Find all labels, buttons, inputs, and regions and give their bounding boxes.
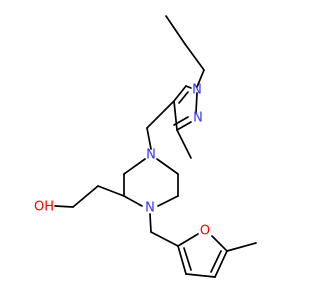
bond-propyl-1 [165, 15, 186, 45]
bond-fc3-fc2 [177, 245, 187, 275]
bond-n1-n2 [195, 92, 198, 114]
molecule-structure: N N N N OH O [34, 15, 257, 278]
bond-ch2-furan [150, 231, 179, 247]
pyrazole-ring [173, 85, 198, 159]
bond-fo-fc5 [211, 235, 228, 252]
bond-propyl-2 [184, 43, 205, 71]
bond-c4-c5 [173, 85, 187, 102]
bond-fc5-fc4 [214, 250, 228, 278]
atom-label-nitrogen: N [193, 111, 203, 126]
bond-fc2-fo [177, 233, 199, 247]
bond-c3-c4 [173, 100, 178, 131]
bond-fc3-fc2-double [183, 247, 192, 271]
hydroxyethyl-group [54, 185, 125, 208]
bond-n4-c3p [123, 158, 146, 175]
bond-c2p-n1p [123, 195, 143, 207]
methylene-linker-bottom [149, 213, 179, 247]
atom-label-oxygen: O [200, 224, 210, 239]
piperazine-ring [123, 158, 179, 207]
methylene-linker-top [146, 100, 175, 150]
furan-ring [177, 233, 257, 278]
bond-c4-ch2 [146, 100, 175, 129]
atom-label-nitrogen: N [145, 201, 155, 216]
bond-ch2-n4 [146, 127, 152, 150]
atom-label-nitrogen: N [146, 148, 156, 163]
bond-c3-methyl [176, 129, 192, 159]
bond-n1p-ch2 [149, 213, 152, 233]
bond-n2-c3 [176, 121, 192, 131]
bond-fc5-methyl [226, 242, 257, 252]
atom-label-nitrogen: N [192, 83, 202, 98]
bond-c4-c5-double [178, 91, 189, 104]
bond-c5-n1 [185, 85, 192, 89]
bond-ch2b-o [54, 205, 74, 208]
bond-c5p-n4 [156, 158, 179, 175]
propyl-group [165, 15, 205, 88]
bond-fc4-fc3 [185, 273, 216, 278]
atom-label-hydroxyl: OH [34, 200, 54, 215]
bond-propyl-n [196, 69, 205, 88]
bond-c2p-ch2a [97, 185, 125, 197]
bond-fc5-fc4-double [210, 250, 222, 273]
bond-n1p-c6p [157, 195, 179, 207]
bond-ch2a-ch2b [72, 185, 99, 208]
